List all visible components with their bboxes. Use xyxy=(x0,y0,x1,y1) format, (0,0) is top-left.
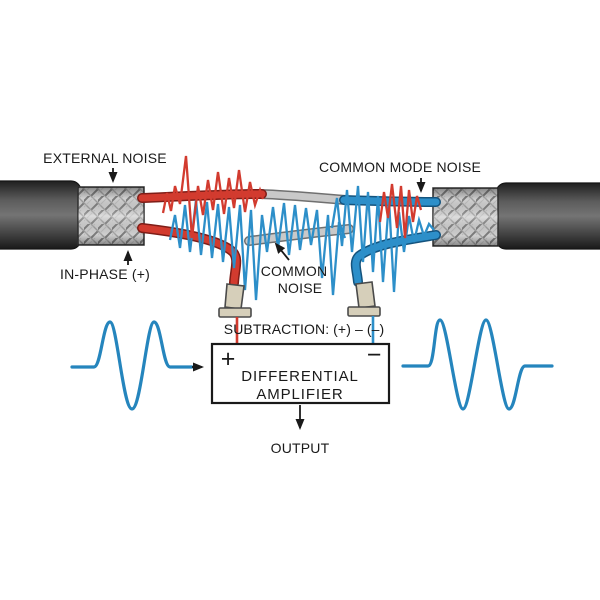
minus-input-symbol: − xyxy=(367,341,382,369)
right-cable-jacket xyxy=(495,182,600,250)
common-noise-arrow xyxy=(274,242,290,261)
output-label: OUTPUT xyxy=(271,440,330,456)
right-red-noise-waveform xyxy=(378,183,423,239)
left-connector-flange xyxy=(218,307,252,318)
top-wire-blue-segment xyxy=(340,196,440,206)
left-red-noise-waveform xyxy=(161,155,265,239)
noise-waveforms xyxy=(161,155,435,301)
left-input-waveform xyxy=(70,320,194,411)
left-cable-jacket xyxy=(0,180,82,250)
signal-waveforms xyxy=(70,318,554,411)
output: OUTPUT xyxy=(271,405,330,456)
in-phase-label: IN-PHASE (+) xyxy=(60,266,150,282)
right-connector-flange xyxy=(347,306,381,317)
external-noise-label: EXTERNAL NOISE xyxy=(43,150,167,166)
subtraction-label: SUBTRACTION: (+) – (–) xyxy=(224,321,385,337)
left-connector-body xyxy=(224,283,245,310)
annotations: EXTERNAL NOISE IN-PHASE (+) COMMON MODE … xyxy=(43,150,481,296)
right-blue-noise-waveform xyxy=(330,185,435,293)
left-cable-shield-shading xyxy=(78,187,144,245)
right-cable xyxy=(432,182,600,250)
amplifier-name-line1: DIFFERENTIAL xyxy=(241,368,358,385)
bottom-wire-blue-segment xyxy=(352,231,440,286)
amplifier-name-line2: AMPLIFIER xyxy=(256,386,343,403)
right-connector-body xyxy=(355,281,376,309)
right-cable-shield-shading xyxy=(433,188,498,246)
connectors xyxy=(218,281,381,344)
differential-amplifier: + − DIFFERENTIAL AMPLIFIER xyxy=(210,341,391,405)
left-blue-noise-waveform xyxy=(168,199,347,301)
right-input-waveform xyxy=(401,318,554,411)
common-mode-noise-label: COMMON MODE NOISE xyxy=(319,159,481,175)
left-cable xyxy=(0,180,145,250)
plus-input-symbol: + xyxy=(221,345,236,373)
common-noise-label-line1: COMMON xyxy=(261,263,328,279)
amplifier-box xyxy=(210,342,391,405)
common-noise-label-line2: NOISE xyxy=(278,280,323,296)
